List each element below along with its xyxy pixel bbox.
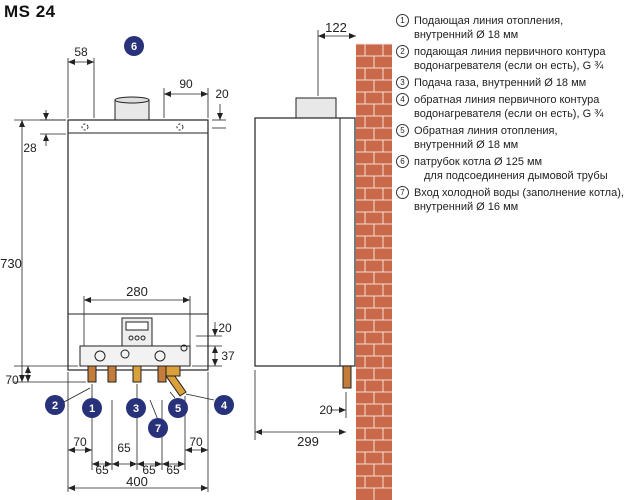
dim-37: 37 <box>221 349 235 363</box>
legend-item-3: 3 Подача газа, внутренний Ø 18 мм <box>396 76 636 90</box>
callout-5: 5 <box>175 403 181 415</box>
legend-text: подающая линия первичного контура <box>414 46 606 58</box>
legend-text-2: водонагревателя (если он есть), G ¾ <box>414 60 604 72</box>
dim-20-side: 20 <box>319 403 333 417</box>
front-dimension-labels: 58 90 20 28 730 280 20 37 70 70 65 65 65… <box>0 45 235 489</box>
legend-item-5: 5 Обратная линия отопления, внутренний Ø 1… <box>396 124 636 152</box>
dim-20-right: 20 <box>218 321 232 335</box>
legend-text-2: внутренний Ø 18 мм <box>414 29 519 41</box>
legend-item-6: 6 патрубок котла Ø 125 мм для подсоединен… <box>396 155 636 183</box>
legend-num: 3 <box>396 76 409 89</box>
callout-2: 2 <box>52 400 58 412</box>
legend-item-7: 7 Вход холодной воды (заполнение котла), в… <box>396 186 636 214</box>
dim-299: 299 <box>297 434 319 449</box>
callout-4: 4 <box>221 400 228 412</box>
legend-text: патрубок котла Ø 125 мм <box>414 156 543 168</box>
legend-text: обратная линия первичного контура <box>414 94 600 106</box>
legend-item-1: 1 Подающая линия отопления, внутренний Ø 1… <box>396 14 636 42</box>
model-title: MS 24 <box>4 2 56 21</box>
callout-3: 3 <box>133 403 139 415</box>
dim-280: 280 <box>126 284 148 299</box>
dim-65-b: 65 <box>117 441 131 455</box>
callouts: 6 2 1 3 5 4 7 <box>45 36 234 438</box>
dim-65-a: 65 <box>95 463 109 477</box>
front-view <box>67 96 209 397</box>
legend: 1 Подающая линия отопления, внутренний Ø 1… <box>396 14 636 217</box>
side-dimensions <box>254 30 356 440</box>
boiler-body-side <box>254 117 356 367</box>
dim-730: 730 <box>0 256 22 271</box>
legend-text: Обратная линия отопления, <box>414 125 558 137</box>
side-view <box>254 97 356 389</box>
legend-text-2: внутренний Ø 18 мм <box>414 139 519 151</box>
legend-text-2: внутренний Ø 16 мм <box>414 201 519 213</box>
dim-65-c: 65 <box>142 463 156 477</box>
legend-text: Подающая линия отопления, <box>414 15 564 27</box>
dim-70-bottom-right: 70 <box>189 435 203 449</box>
legend-item-4: 4 обратная линия первичного контура водон… <box>396 93 636 121</box>
hydraulic-block <box>79 345 191 367</box>
side-flue <box>295 97 337 119</box>
legend-num: 4 <box>396 93 409 106</box>
dim-400: 400 <box>126 474 148 489</box>
dim-20-top: 20 <box>215 87 229 101</box>
dim-90: 90 <box>179 77 193 91</box>
legend-num: 6 <box>396 155 409 168</box>
legend-text: Подача газа, внутренний Ø 18 мм <box>414 77 587 89</box>
callout-6: 6 <box>131 41 137 53</box>
legend-num: 7 <box>396 186 409 199</box>
dim-70-bottom-left: 70 <box>73 435 87 449</box>
callout-1: 1 <box>89 403 95 415</box>
side-dimension-labels: 122 20 299 <box>297 20 347 449</box>
dim-70-left: 70 <box>5 373 19 387</box>
legend-text: Вход холодной воды (заполнение котла), <box>414 187 624 199</box>
dim-58: 58 <box>74 45 88 59</box>
legend-num: 1 <box>396 14 409 27</box>
callout-7: 7 <box>155 423 161 435</box>
legend-num: 2 <box>396 45 409 58</box>
dim-122: 122 <box>325 20 347 35</box>
legend-num: 5 <box>396 124 409 137</box>
legend-text-2: для подсоединения дымовой трубы <box>424 170 608 182</box>
dim-65-d: 65 <box>166 463 180 477</box>
legend-text-2: водонагревателя (если он есть), G ¾ <box>414 108 604 120</box>
legend-item-2: 2 подающая линия первичного контура водона… <box>396 45 636 73</box>
dim-28: 28 <box>23 141 37 155</box>
brick-wall <box>356 43 392 500</box>
